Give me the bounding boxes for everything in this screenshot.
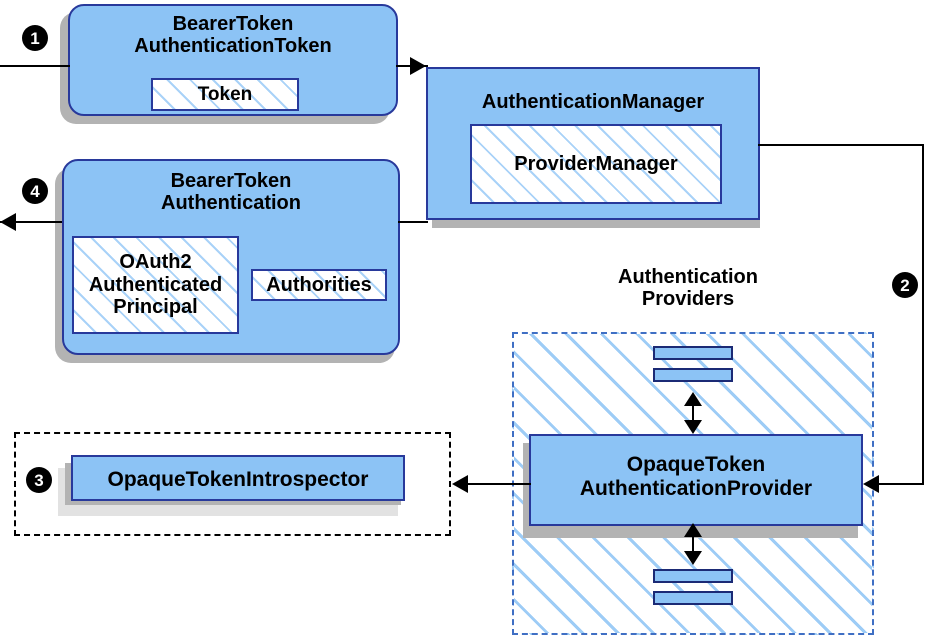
connector-authentication-out-line [0, 221, 62, 223]
connector-provider-to-introspector-line [465, 483, 531, 485]
authentication-providers-label: Authentication Providers [560, 266, 816, 311]
connector-manager-to-provider-right [922, 144, 924, 484]
token-child-label: Token [197, 83, 253, 105]
connector-manager-to-provider-bottom [869, 483, 924, 485]
opaque-token-authentication-provider-title: OpaqueToken AuthenticationProvider [531, 453, 861, 500]
otap-title-line2: AuthenticationProvider [579, 476, 813, 500]
provider-connector-top-arrowhead-up [684, 392, 702, 406]
provider-manager-child-box[interactable]: ProviderManager [470, 124, 722, 204]
opaque-token-authentication-provider-box[interactable]: OpaqueToken AuthenticationProvider [529, 434, 863, 526]
oauth2-principal-line3: Principal [113, 296, 198, 319]
bearer-token-authentication-token-title: BearerToken AuthenticationToken [70, 13, 396, 58]
oauth2-principal-line1: OAuth2 [119, 251, 192, 274]
provider-stack-bar-bottom-2 [653, 591, 733, 605]
connector-manager-to-provider-top [758, 144, 924, 146]
bta-title-line2: Authentication [161, 192, 301, 215]
step-marker-1: 1 [22, 25, 48, 51]
connector-manager-to-provider-arrowhead [863, 475, 879, 493]
provider-connector-bottom-arrowhead-up [684, 523, 702, 537]
provider-stack-bar-top-1 [653, 346, 733, 360]
btat-title-line2: AuthenticationToken [134, 35, 332, 58]
connector-request-in [0, 65, 70, 67]
connector-authentication-out-arrowhead [0, 213, 16, 231]
bearer-token-authentication-token-box[interactable]: BearerToken AuthenticationToken [68, 4, 398, 116]
step-marker-4: 4 [22, 178, 48, 204]
provider-connector-bottom-arrowhead-down [684, 551, 702, 565]
token-child-box[interactable]: Token [151, 78, 299, 111]
connector-token-to-manager-arrowhead [410, 57, 426, 75]
provider-connector-top-arrowhead-down [684, 420, 702, 434]
connector-provider-to-introspector-arrowhead [452, 475, 468, 493]
provider-stack-bar-bottom-1 [653, 569, 733, 583]
authorities-box[interactable]: Authorities [251, 269, 387, 301]
btat-title-line1: BearerToken [172, 13, 294, 35]
connector-manager-to-authentication [398, 221, 428, 223]
authentication-manager-title: AuthenticationManager [481, 91, 705, 113]
step-marker-3: 3 [26, 467, 52, 493]
provider-stack-bar-top-2 [653, 368, 733, 382]
opaque-token-introspector-box[interactable]: OpaqueTokenIntrospector [71, 455, 405, 501]
opaque-token-introspector-title: OpaqueTokenIntrospector [107, 468, 369, 491]
oauth2-principal-line2: Authenticated [88, 273, 223, 296]
provider-connector-bottom-line [692, 527, 694, 563]
otap-title-line1: OpaqueToken [626, 453, 766, 476]
provider-manager-label: ProviderManager [514, 152, 678, 175]
providers-label-line1: Authentication [618, 266, 758, 288]
bearer-token-authentication-title: BearerToken Authentication [64, 170, 398, 215]
bta-title-line1: BearerToken [170, 170, 292, 192]
oauth2-authenticated-principal-box[interactable]: OAuth2 Authenticated Principal [72, 236, 239, 334]
providers-label-line2: Providers [641, 288, 735, 311]
step-marker-2: 2 [892, 272, 918, 298]
provider-connector-top-line [692, 396, 694, 432]
authorities-label: Authorities [266, 273, 372, 296]
